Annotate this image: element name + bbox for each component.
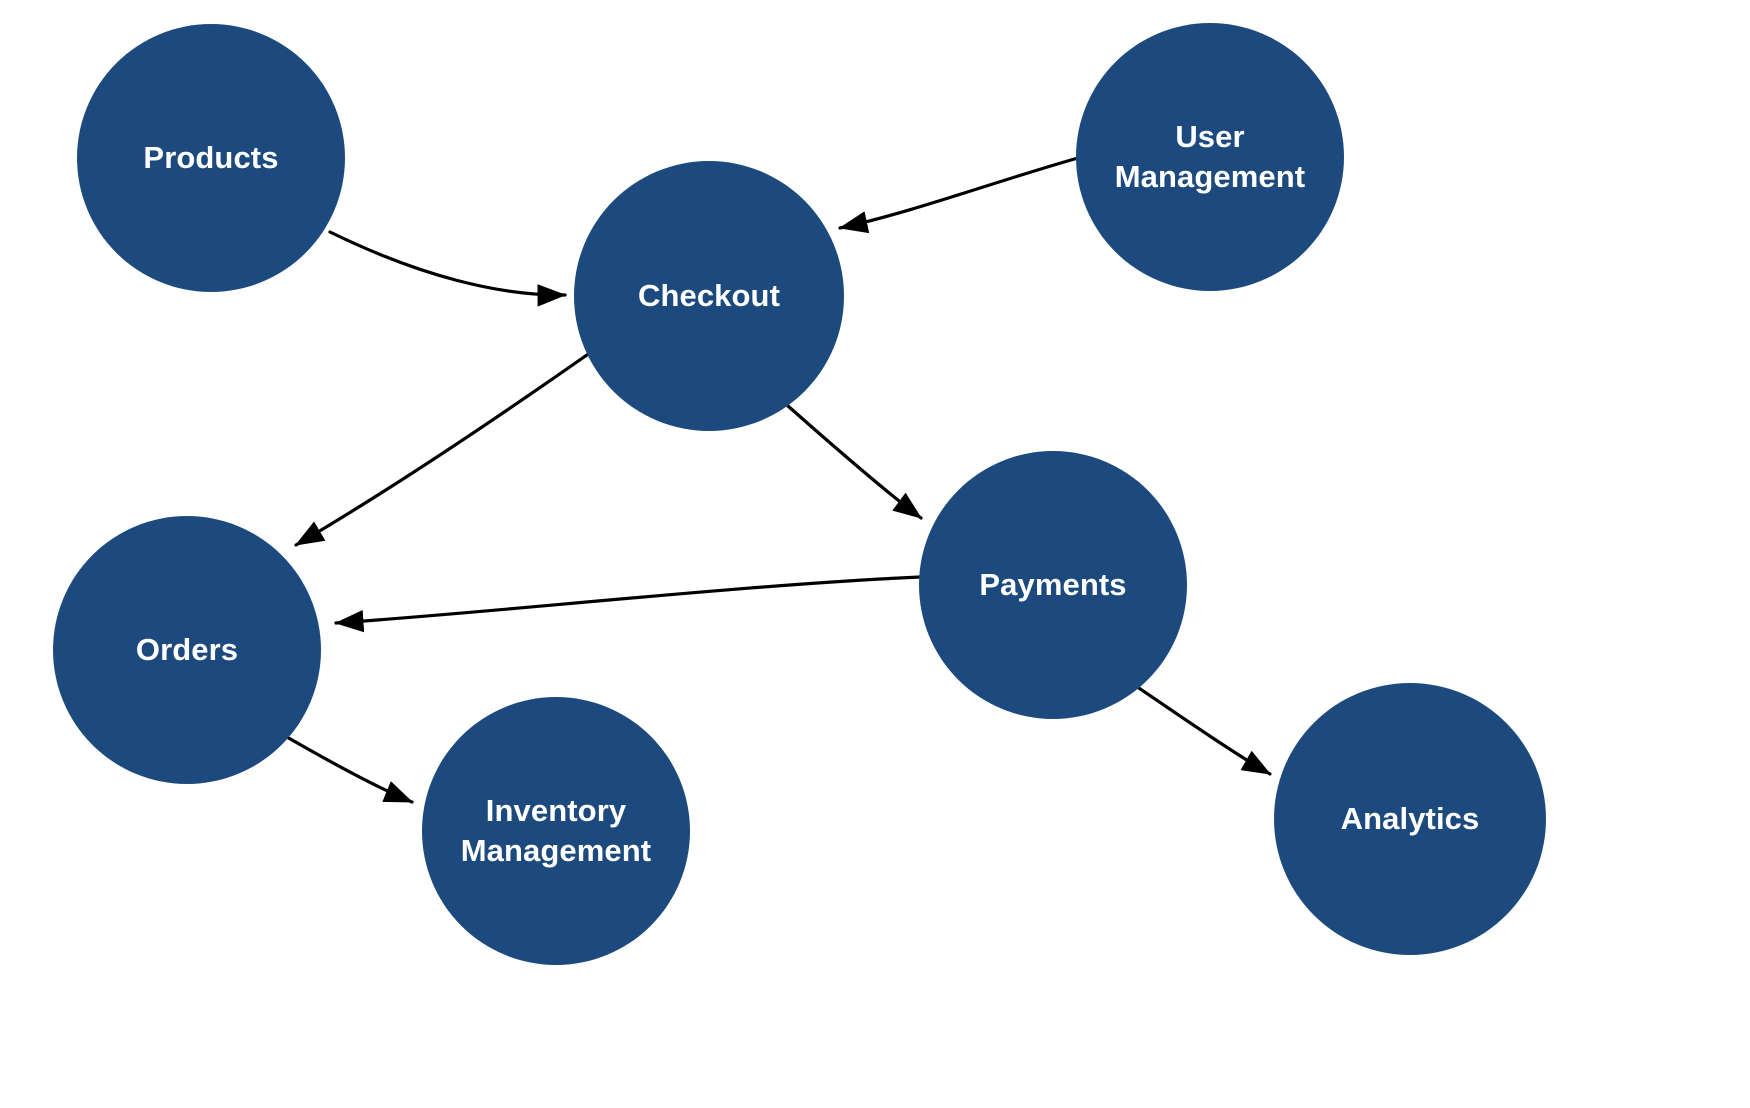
edge-paths [278,156,1272,804]
node-payments[interactable]: Payments [919,451,1187,719]
node-label-products: Products [143,140,279,176]
node-label-orders: Orders [135,632,239,668]
node-label-analytics: Analytics [1340,801,1480,837]
edge-products-to-checkout [328,230,567,307]
edge-payments-to-orders [334,575,922,633]
node-analytics[interactable]: Analytics [1274,683,1546,955]
node-label-checkout: Checkout [637,278,781,314]
node-orders[interactable]: Orders [53,516,321,784]
edge-checkout-to-payments [786,404,923,520]
edge-orders-to-inventory-management [278,731,414,804]
edge-checkout-to-orders [294,348,596,547]
node-checkout[interactable]: Checkout [574,161,844,431]
node-products[interactable]: Products [77,24,345,292]
node-user-management[interactable]: User Management [1076,23,1344,291]
edge-payments-to-analytics [1131,682,1272,776]
node-label-inventory-management: Inventory Management [460,793,652,868]
edge-user-management-to-checkout [838,156,1080,234]
node-label-user-management: User Management [1114,119,1306,194]
node-label-payments: Payments [979,567,1127,603]
node-inventory-management[interactable]: Inventory Management [422,697,690,965]
